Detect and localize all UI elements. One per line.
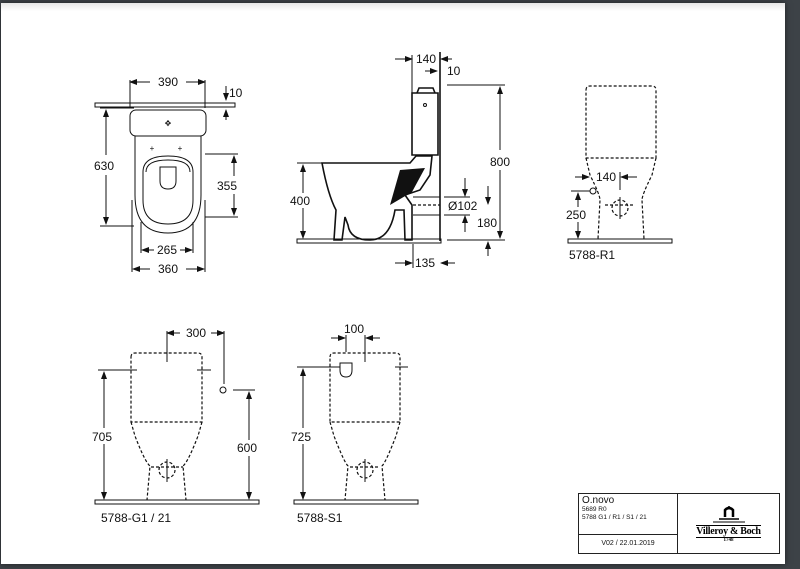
view-r1: 140 250 5788-R1 — [566, 85, 673, 262]
svg-text:✥: ✥ — [165, 119, 172, 128]
tank-front-dashed — [585, 85, 657, 159]
product-code-2: 5788 G1 / R1 / S1 / 21 — [582, 514, 647, 521]
bowl-side — [321, 155, 433, 241]
product-code-1: 5689 R0 — [582, 506, 607, 513]
seat-outline — [142, 155, 194, 225]
side-view: 140 10 800 400 Ø102 180 135 — [290, 52, 510, 270]
dim-outlet-diameter: Ø102 — [448, 199, 478, 213]
dim-r1-inlet-height: 250 — [566, 208, 586, 222]
tank-outline — [129, 109, 207, 137]
lid-hinge — [159, 166, 177, 190]
dim-g1-height: 705 — [92, 430, 112, 444]
tank-side — [411, 92, 439, 156]
wall-hatch — [94, 102, 236, 108]
brand-logo: Villeroy & Boch 1748 — [678, 494, 779, 553]
drawing-sheet: ✥ + + 390 10 630 355 265 — [1, 3, 785, 564]
dim-side-wall-gap: 10 — [447, 64, 461, 78]
title-block-info: O.novo 5689 R0 5788 G1 / R1 / S1 / 21 V0… — [579, 494, 678, 553]
view-g1: 300 705 600 5788-G1 / 21 — [92, 326, 260, 525]
dim-s1-inlet-offset: 100 — [344, 322, 364, 336]
dim-g1-inlet-height: 600 — [237, 441, 257, 455]
floor-hatch — [296, 238, 442, 244]
dim-outlet-height: 180 — [477, 216, 497, 230]
technical-drawing: ✥ + + 390 10 630 355 265 — [92, 52, 673, 525]
brand-name: Villeroy & Boch — [696, 524, 761, 538]
inlet-marker — [219, 386, 227, 394]
product-name: O.novo — [582, 495, 615, 506]
view-g1-label: 5788-G1 / 21 — [101, 511, 171, 525]
dim-rim-height: 400 — [290, 194, 310, 208]
dim-depth: 630 — [94, 159, 114, 173]
dim-total-height: 800 — [490, 155, 510, 169]
bowl-front-dashed — [329, 421, 401, 501]
view-s1-label: 5788-S1 — [297, 511, 343, 525]
tank-front-dashed — [130, 352, 203, 423]
inlet-marker — [339, 362, 353, 378]
title-block: O.novo 5689 R0 5788 G1 / R1 / S1 / 21 V0… — [578, 493, 780, 554]
top-view: ✥ + + 390 10 630 355 265 — [94, 75, 243, 276]
inlet-marker — [589, 187, 597, 195]
dim-wall-gap: 10 — [229, 86, 243, 100]
svg-text:+: + — [150, 144, 155, 153]
dim-bowl-width: 360 — [158, 262, 178, 276]
dim-s1-height: 725 — [291, 430, 311, 444]
dim-outlet-offset: 135 — [415, 256, 435, 270]
svg-text:+: + — [178, 144, 183, 153]
dim-seat-width: 265 — [157, 243, 177, 257]
dim-tank-depth: 140 — [416, 52, 436, 66]
version-date: V02 / 22.01.2019 — [601, 540, 655, 547]
dim-tank-width: 390 — [158, 75, 178, 89]
bowl-outline — [134, 136, 202, 234]
tank-front-dashed — [329, 352, 401, 423]
dim-seat-depth: 355 — [217, 179, 237, 193]
brand-emblem-icon — [712, 505, 745, 522]
bowl-front-dashed — [585, 157, 657, 240]
dim-r1-inlet-offset: 140 — [596, 170, 616, 184]
dim-g1-inlet-offset: 300 — [186, 326, 206, 340]
view-r1-label: 5788-R1 — [569, 248, 615, 262]
bowl-front-dashed — [130, 421, 203, 501]
brand-year: 1748 — [723, 537, 734, 543]
view-s1: 100 725 5788-S1 — [291, 322, 419, 525]
